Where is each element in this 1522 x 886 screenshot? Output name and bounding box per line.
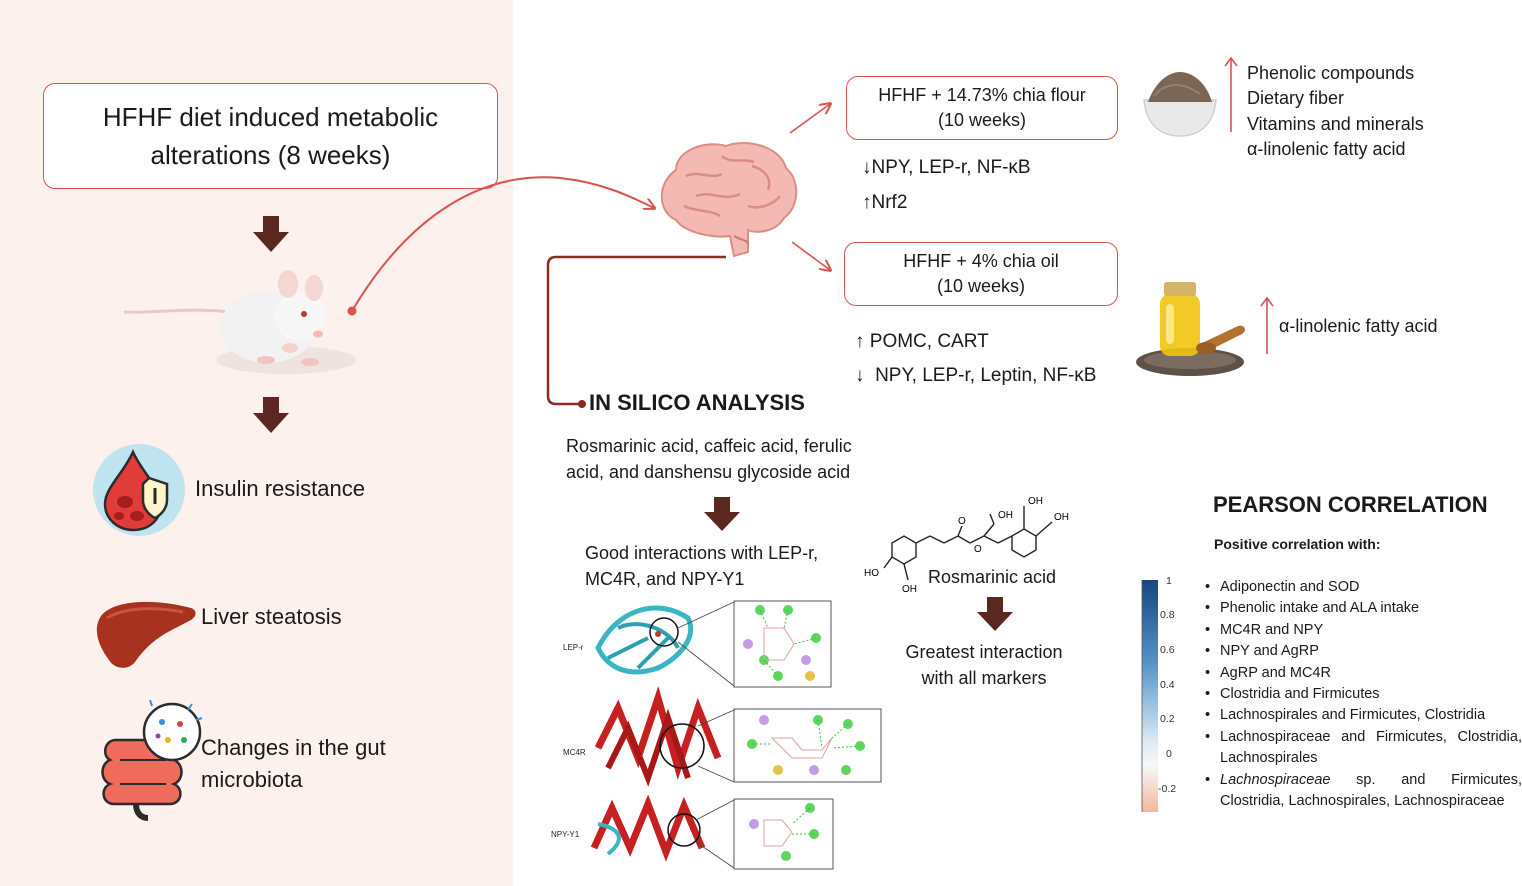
rosmarinic-label: Rosmarinic acid xyxy=(928,567,1057,587)
chia-oil-jar-icon xyxy=(1136,282,1245,376)
correlation-item: MC4R and NPY xyxy=(1205,620,1522,642)
intestine-microbiota-icon xyxy=(101,700,203,821)
down-arrow-icon xyxy=(253,397,289,433)
down-arrow-icon xyxy=(704,497,740,531)
down-arrow-icon xyxy=(253,216,289,252)
component-item: Vitamins and minerals xyxy=(1247,113,1424,134)
mol-label: OH xyxy=(1028,496,1043,507)
chia-flour-bowl-icon xyxy=(1143,72,1217,137)
mol-label: O xyxy=(958,516,966,527)
brain-icon xyxy=(660,142,798,258)
outcome-gut-microbiota: Changes in the gut microbiota xyxy=(201,735,386,792)
scale-tick: 0 xyxy=(1166,748,1172,760)
mc4r-interaction-map xyxy=(747,715,865,775)
receptor-label: LEP-r xyxy=(563,643,584,652)
mol-label: OH xyxy=(1054,512,1069,523)
oil-effect-down: ↓ NPY, LEP-r, Leptin, NF-κB xyxy=(855,365,1097,386)
down-arrow-icon xyxy=(977,597,1013,631)
lepr-protein-icon xyxy=(595,605,694,675)
correlation-list: Adiponectin and SOD Phenolic intake and … xyxy=(1205,577,1522,812)
scale-tick: 0.2 xyxy=(1160,713,1175,725)
greatest-interaction: Greatest interaction with all markers xyxy=(905,642,1063,688)
mol-label: OH xyxy=(902,584,917,595)
scale-tick: 0.6 xyxy=(1160,644,1175,656)
correlation-item: Lachnospiraceae sp. and Firmicutes, Clos… xyxy=(1205,770,1522,813)
rosmarinic-acid-structure-icon: OH OH OH O O HO OH xyxy=(864,496,1069,595)
silico-interactions: Good interactions with LEP-r, MC4R, and … xyxy=(585,543,819,589)
docking-figures xyxy=(590,600,882,870)
component-item: Phenolic compounds xyxy=(1247,63,1415,83)
chia-flour-duration: (10 weeks) xyxy=(937,110,1027,130)
correlation-item: Clostridia and Firmicutes xyxy=(1205,684,1522,706)
npyy1-interaction-map xyxy=(749,803,819,861)
oil-effect-up: ↑ POMC, CART xyxy=(855,331,989,352)
chia-flour-label: HFHF + 14.73% chia flour xyxy=(878,85,1086,105)
chia-oil-duration: (10 weeks) xyxy=(936,276,1026,296)
npyy1-protein-icon xyxy=(590,794,706,862)
correlation-color-scale xyxy=(1141,580,1158,812)
correlation-item: Lachnospirales and Firmicutes, Clostridi… xyxy=(1205,705,1522,727)
chia-oil-box: HFHF + 4% chia oil (10 weeks) xyxy=(844,242,1118,306)
lepr-interaction-map xyxy=(743,605,821,681)
scale-tick: 0.4 xyxy=(1160,679,1175,691)
mouse-icon xyxy=(123,270,356,374)
correlation-item: AgRP and MC4R xyxy=(1205,663,1522,685)
scale-tick: -0.2 xyxy=(1158,783,1177,795)
scale-tick: 0.8 xyxy=(1160,609,1175,621)
pearson-subtitle: Positive correlation with: xyxy=(1214,536,1381,552)
mol-label: O xyxy=(974,544,982,555)
mol-label: HO xyxy=(864,568,879,579)
component-item: Dietary fiber xyxy=(1247,88,1345,109)
outcome-insulin-resistance: Insulin resistance xyxy=(195,476,365,501)
mol-label: OH xyxy=(998,510,1013,521)
liver-icon xyxy=(96,601,196,668)
oil-component: α-linolenic fatty acid xyxy=(1279,316,1438,336)
correlation-item: NPY and AgRP xyxy=(1205,641,1522,663)
flour-components: Phenolic compounds Dietary fiber Vitamin… xyxy=(1247,61,1424,162)
receptor-label: NPY-Y1 xyxy=(551,830,580,839)
silico-acids: Rosmarinic acid, caffeic acid, ferulic a… xyxy=(566,436,852,482)
chia-oil-label: HFHF + 4% chia oil xyxy=(903,251,1059,271)
scale-tick: 1 xyxy=(1166,575,1172,587)
component-item: α-linolenic fatty acid xyxy=(1247,138,1406,159)
correlation-item: Phenolic intake and ALA intake xyxy=(1205,598,1522,620)
blood-drop-shield-icon xyxy=(93,444,185,536)
correlation-item: Lachnospiraceae and Firmicutes, Clostrid… xyxy=(1205,727,1522,770)
flour-effect-down: ↓NPY, LEP-r, NF-κB xyxy=(862,157,1031,178)
chia-flour-box: HFHF + 14.73% chia flour (10 weeks) xyxy=(846,76,1118,140)
flour-effect-up: ↑Nrf2 xyxy=(862,192,908,213)
correlation-item: Adiponectin and SOD xyxy=(1205,577,1522,599)
pearson-title: PEARSON CORRELATION xyxy=(1213,492,1488,517)
outcome-liver-steatosis: Liver steatosis xyxy=(201,604,342,629)
diet-box: HFHF diet induced metabolic alterations … xyxy=(43,83,498,189)
receptor-label: MC4R xyxy=(563,748,586,757)
mc4r-protein-icon xyxy=(594,686,722,787)
diet-box-label: HFHF diet induced metabolic alterations … xyxy=(102,102,439,170)
in-silico-title: IN SILICO ANALYSIS xyxy=(589,390,805,415)
